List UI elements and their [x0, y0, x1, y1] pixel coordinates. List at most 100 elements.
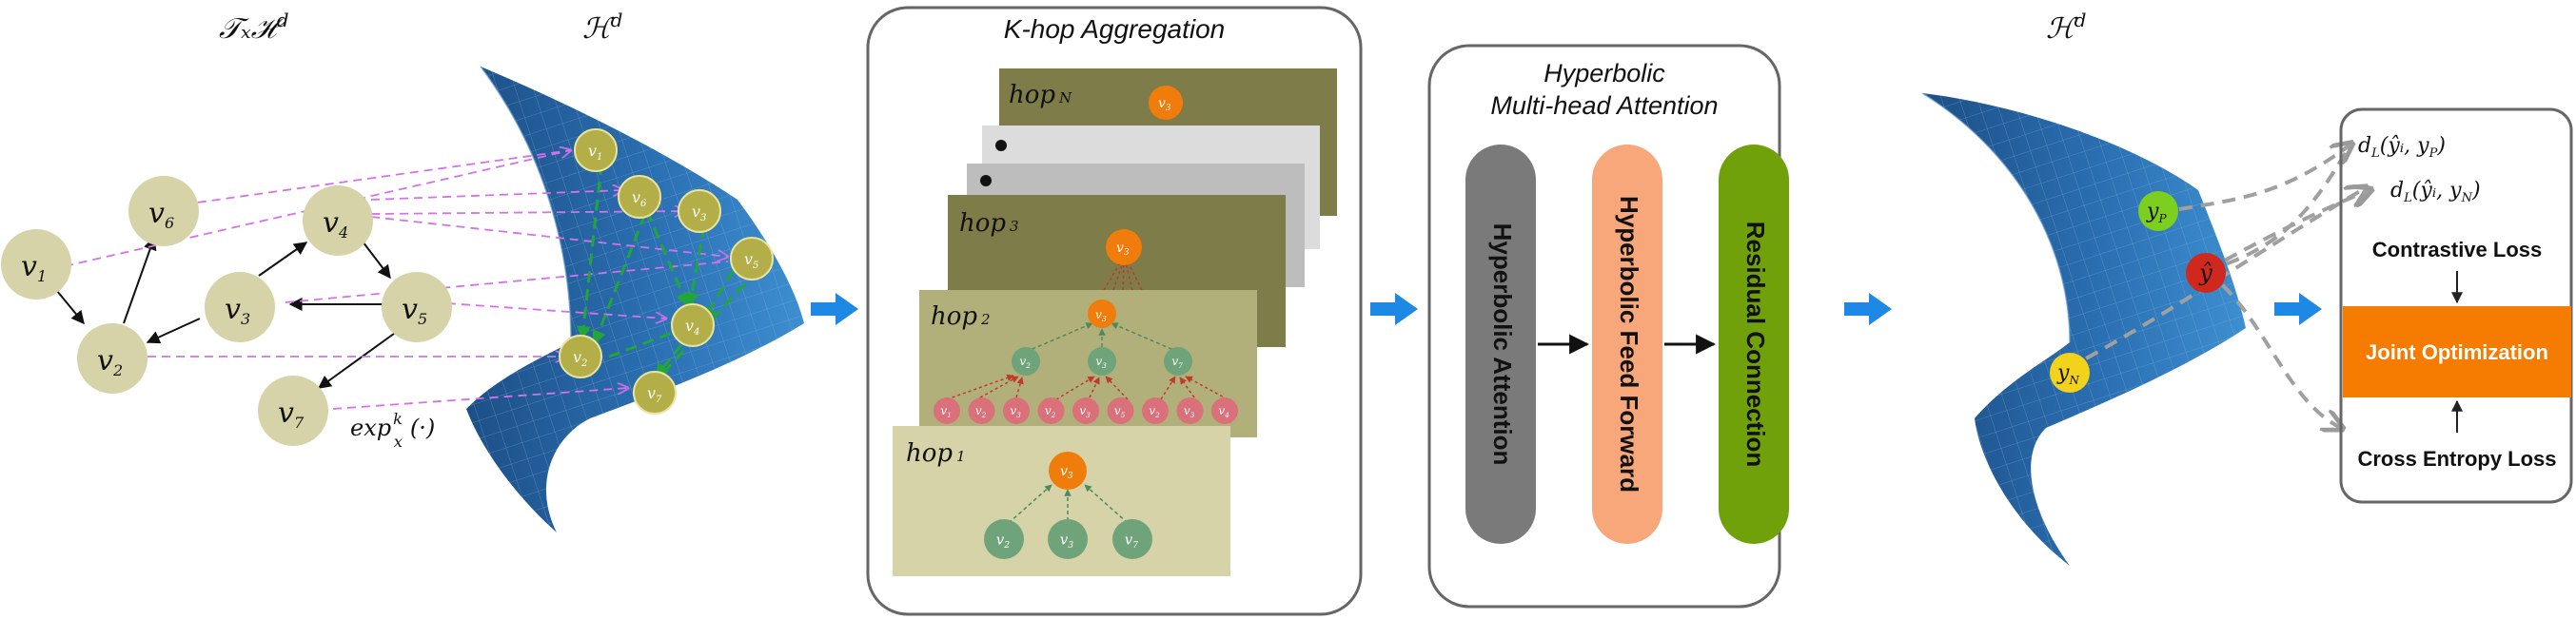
- manifold-node-v4: v4: [671, 303, 715, 347]
- svg-text:v3: v3: [1095, 355, 1107, 370]
- hyperbolic-feed-forward-text: Hyperbolic Feed Forward: [1615, 196, 1643, 493]
- manifold-node-v3: v3: [678, 189, 721, 233]
- hop-2-center-node: [1088, 300, 1116, 328]
- flow-arrow-3: [1844, 293, 1892, 325]
- hyperbolic-feed-forward-block: [1592, 145, 1662, 544]
- svg-text:v2: v2: [1045, 404, 1056, 419]
- attention-panel: Hyperbolic Multi-head Attention Hyperbol…: [1427, 44, 1789, 609]
- svg-text:v2: v2: [1019, 355, 1031, 370]
- graph-edges: [51, 236, 399, 389]
- flow-arrow-1: [811, 293, 858, 325]
- khop-title: K-hop Aggregation: [1004, 14, 1225, 44]
- hop-3-fan: [1103, 261, 1143, 291]
- hop-n-center-label: v3: [1158, 96, 1171, 113]
- distance-negative-label: dL(ŷᵢ, yN): [2390, 179, 2481, 205]
- attention-title-line1: Hyperbolic: [1544, 59, 1665, 87]
- manifold-node-v7: v7: [633, 371, 677, 415]
- manifold-surface-right: [1921, 92, 2246, 566]
- hop-1-center-node: [1049, 452, 1087, 490]
- hop-3-center-label: v3: [1116, 241, 1130, 258]
- svg-text:v3: v3: [225, 293, 250, 328]
- svg-text:v7: v7: [647, 384, 662, 405]
- svg-text:v4: v4: [685, 317, 699, 338]
- svg-text:v4: v4: [323, 206, 348, 242]
- cross-entropy-loss-label: Cross Entropy Loss: [2357, 447, 2556, 471]
- svg-text:v2: v2: [996, 531, 1010, 551]
- hop-2-leaf-node: v3: [1072, 397, 1099, 424]
- manifold-node-v5: v5: [730, 237, 774, 280]
- left-section: 𝒯ₓℋd ℋd: [1, 9, 804, 532]
- hop-2-leaf-node: v4: [1211, 397, 1238, 424]
- tangent-space-label: 𝒯ₓℋd: [219, 9, 289, 46]
- svg-text:v3: v3: [1079, 404, 1091, 419]
- graph-node-v1: v1: [1, 229, 71, 300]
- svg-text:v5: v5: [1114, 404, 1126, 419]
- svg-text:v5: v5: [402, 293, 427, 328]
- ellipsis-dot-2: [980, 175, 992, 186]
- svg-text:v1: v1: [588, 142, 602, 163]
- svg-text:v2: v2: [975, 404, 987, 419]
- svg-text:v2: v2: [97, 344, 123, 379]
- hop-2-mid-node: v7: [1164, 347, 1192, 376]
- svg-text:v7: v7: [1125, 531, 1138, 551]
- svg-text:v7: v7: [1171, 355, 1183, 370]
- graph-node-v6: v6: [128, 176, 199, 246]
- hop-2-leaf-node: v3: [1176, 397, 1204, 424]
- hop-1-child-node: v2: [984, 519, 1024, 559]
- hop-2-leaf-node: v2: [968, 397, 995, 424]
- manifold-surface-left: [466, 66, 804, 532]
- hop-2-leaf-node: v5: [1107, 397, 1134, 424]
- hop-2-mid-node: v2: [1012, 347, 1040, 376]
- svg-text:v1: v1: [940, 404, 952, 419]
- hop-2-leaf-nodes: v1 v2 v3 v2 v3 v5 v2 v3 v4: [934, 397, 1238, 424]
- loss-panel-frame: [2339, 107, 2573, 504]
- hop-n-center-node: [1149, 86, 1183, 120]
- right-section: ℋd yP ŷ yN dL(ŷᵢ, yP) dL(ŷᵢ,: [1921, 9, 2573, 566]
- svg-text:v1: v1: [21, 250, 47, 285]
- svg-text:v6: v6: [632, 188, 647, 209]
- ellipsis-dot-1: [995, 140, 1007, 151]
- graph-node-v2: v2: [77, 323, 147, 394]
- tangent-graph-nodes: v1 v6 v4 v3 v5 v2: [1, 176, 452, 446]
- svg-text:v2: v2: [573, 348, 587, 369]
- y-n-node: yN: [2050, 353, 2090, 393]
- flow-arrow-2: [1370, 293, 1418, 325]
- hyperbolic-space-label-left: ℋd: [582, 9, 622, 46]
- svg-text:v2: v2: [1149, 404, 1160, 419]
- svg-text:v4: v4: [1218, 404, 1229, 419]
- svg-text:v7: v7: [278, 397, 305, 432]
- hop-2-mid-node: v3: [1088, 347, 1116, 376]
- y-p-node: yP: [2138, 191, 2178, 231]
- flow-arrow-4: [2274, 293, 2322, 325]
- graph-node-v7: v7: [258, 376, 328, 446]
- svg-text:v6: v6: [148, 197, 174, 232]
- manifold-node-v1: v1: [574, 128, 618, 172]
- hop-3-center-node: [1106, 229, 1142, 265]
- hop-2-leaf-node: v2: [1142, 397, 1169, 424]
- residual-connection-block: [1719, 145, 1789, 544]
- graph-node-v5: v5: [382, 272, 452, 342]
- hop-1-edges: [1008, 484, 1129, 524]
- hop-2-leaf-node: v3: [1003, 397, 1030, 424]
- hop-1-child-node: v7: [1112, 519, 1152, 559]
- svg-text:yN: yN: [2056, 361, 2079, 387]
- hop-2-lower-edges: [946, 374, 1229, 400]
- svg-text:v3: v3: [1184, 404, 1195, 419]
- hyperbolic-attention-text: Hyperbolic Attention: [1488, 223, 1517, 466]
- svg-text:v3: v3: [1060, 531, 1073, 551]
- svg-text:v5: v5: [744, 250, 758, 271]
- y-hat-node: ŷ: [2186, 253, 2226, 293]
- hop-1-child-node: v3: [1048, 519, 1088, 559]
- hop-2-leaf-node: v1: [934, 397, 960, 424]
- graph-node-v4: v4: [303, 185, 373, 256]
- manifold-node-v6: v6: [618, 175, 661, 219]
- svg-text:ŷ: ŷ: [2198, 260, 2212, 286]
- hop-1-center-label: v3: [1060, 464, 1073, 481]
- hyperbolic-space-label-right: ℋd: [2046, 9, 2086, 46]
- distance-arrows: [2066, 145, 2370, 428]
